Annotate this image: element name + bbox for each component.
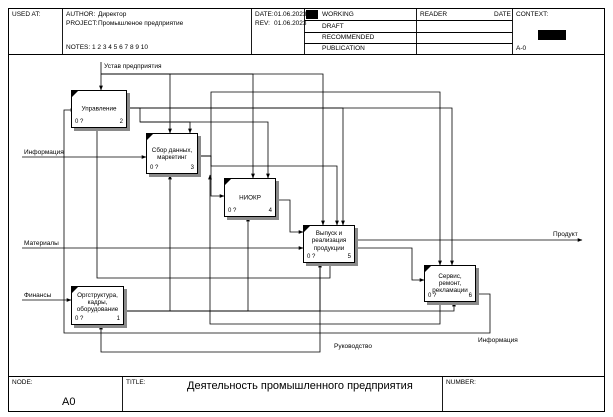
activity-cost: 0 ? [307, 254, 316, 260]
arrow-label-produkt: Продукт [553, 231, 578, 238]
activity-name: Выпуск и реализация продукции [311, 230, 347, 252]
activity-name: Управление [81, 105, 117, 113]
arrow-label-materialy: Материалы [24, 240, 59, 247]
activity-box-servis[interactable]: Сервис, ремонт, рекламации 0 ? 6 [424, 265, 476, 302]
activity-cost: 0 ? [75, 119, 84, 125]
date2-label: DATE [494, 11, 511, 18]
activity-box-upravlenie[interactable]: Управление 0 ? 2 [71, 90, 127, 128]
arrow-label-informatsiya-out: Информация [478, 337, 518, 344]
reader-label: READER [420, 11, 448, 18]
number-label: NUMBER: [446, 379, 476, 386]
diagram-title: Деятельность промышленного предприятия [187, 380, 413, 392]
arrow-label-informatsiya-in: Информация [24, 149, 64, 156]
node-label: NODE: [12, 379, 33, 386]
node-value: A0 [62, 396, 76, 408]
activity-box-vypusk[interactable]: Выпуск и реализация продукции 0 ? 5 [303, 225, 355, 263]
status-publication: PUBLICATION [322, 45, 365, 52]
notes-line: NOTES: 1 2 3 4 5 6 7 8 9 10 [66, 44, 149, 51]
activity-cost: 0 ? [75, 316, 84, 322]
activity-cost: 0 ? [228, 208, 237, 214]
box-corner-mark [147, 134, 153, 140]
rev-value: 01.06.2023 [274, 20, 307, 27]
activity-number: 6 [468, 293, 472, 299]
activity-number: 4 [268, 208, 272, 214]
activity-number: 5 [347, 254, 351, 260]
author-label: AUTHOR: [66, 11, 96, 18]
box-corner-mark [72, 91, 78, 97]
author-value: Директор [98, 11, 127, 18]
title-label: TITLE: [126, 379, 146, 386]
activity-box-orgstruktura[interactable]: Оргструктура, кадры, оборудование 0 ? 1 [71, 286, 124, 325]
context-code: A-0 [516, 45, 527, 52]
status-recommended: RECOMMENDED [322, 34, 375, 41]
arrow-label-finansy: Финансы [24, 292, 52, 299]
status-working: WORKING [322, 11, 354, 18]
activity-cost: 0 ? [428, 293, 437, 299]
box-corner-mark [425, 266, 431, 272]
activity-box-sbor[interactable]: Сбор данных, маркетинг 0 ? 3 [146, 133, 198, 174]
context-label: CONTEXT: [516, 11, 549, 18]
arrow-label-rukovodstvo: Руководство [334, 343, 372, 350]
rev-label: REV: [255, 20, 270, 27]
box-corner-mark [304, 226, 310, 232]
activity-number: 3 [190, 165, 194, 171]
box-corner-mark [72, 287, 78, 293]
box-corner-mark [225, 179, 231, 185]
arrow-label-ustav: Устав предприятия [104, 63, 162, 70]
status-draft: DRAFT [322, 23, 344, 30]
used-at-label: USED AT: [12, 11, 41, 18]
activity-number: 2 [119, 119, 123, 125]
activity-box-niokr[interactable]: НИОКР 0 ? 4 [224, 178, 276, 217]
activity-name: НИОКР [239, 193, 261, 201]
activity-name: Сбор данных, маркетинг [151, 146, 193, 161]
date-value: 01.06.2023 [274, 11, 307, 18]
activity-name: Оргструктура, кадры, оборудование [76, 292, 119, 314]
activity-name: Сервис, ремонт, рекламации [432, 272, 468, 295]
activity-number: 1 [116, 316, 120, 322]
project-label: PROJECT: [66, 20, 98, 27]
activity-cost: 0 ? [150, 165, 159, 171]
date-label: DATE: [255, 11, 274, 18]
project-value: Промышленое предприятие [98, 20, 184, 27]
